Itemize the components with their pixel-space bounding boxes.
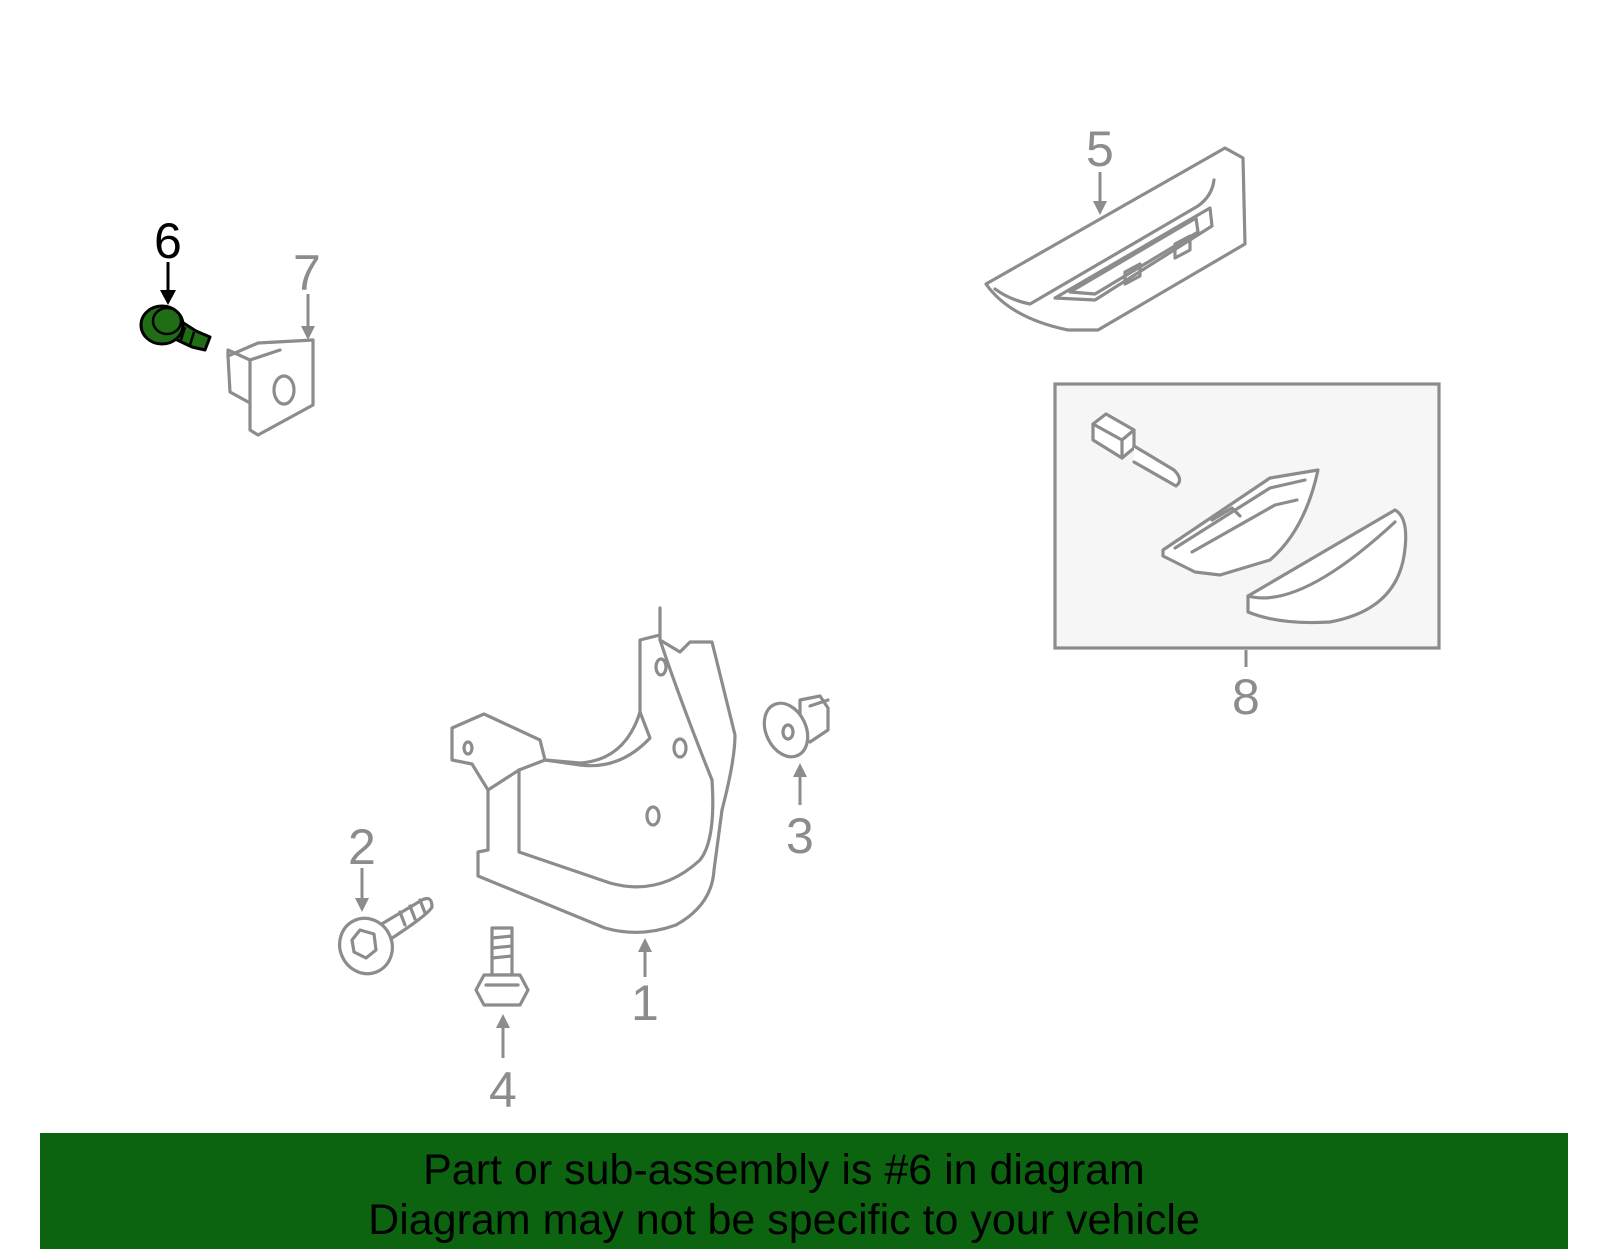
callout-1: 1 [631, 975, 659, 1031]
callout-5: 5 [1086, 121, 1114, 177]
info-banner: Part or sub-assembly is #6 in diagram Di… [40, 1133, 1568, 1249]
callout-2: 2 [348, 819, 376, 875]
callout-8: 8 [1232, 669, 1260, 725]
part-8-lamp-kit[interactable] [1053, 382, 1441, 650]
callout-6: 6 [154, 213, 182, 269]
part-3-push-clip[interactable] [756, 694, 830, 764]
banner-line-1: Part or sub-assembly is #6 in diagram [423, 1146, 1145, 1194]
part-2-flange-bolt[interactable] [331, 896, 434, 983]
part-4-hex-bolt[interactable] [474, 926, 530, 1007]
part-6-screw[interactable] [139, 304, 212, 352]
part-7-clip[interactable] [226, 338, 315, 437]
callout-3: 3 [786, 808, 814, 864]
callout-7: 7 [293, 245, 321, 301]
part-1-splash-guard[interactable] [450, 606, 737, 934]
part-5-sill-plate[interactable] [984, 146, 1247, 332]
callout-4: 4 [489, 1062, 517, 1118]
banner-line-2: Diagram may not be specific to your vehi… [368, 1196, 1200, 1244]
